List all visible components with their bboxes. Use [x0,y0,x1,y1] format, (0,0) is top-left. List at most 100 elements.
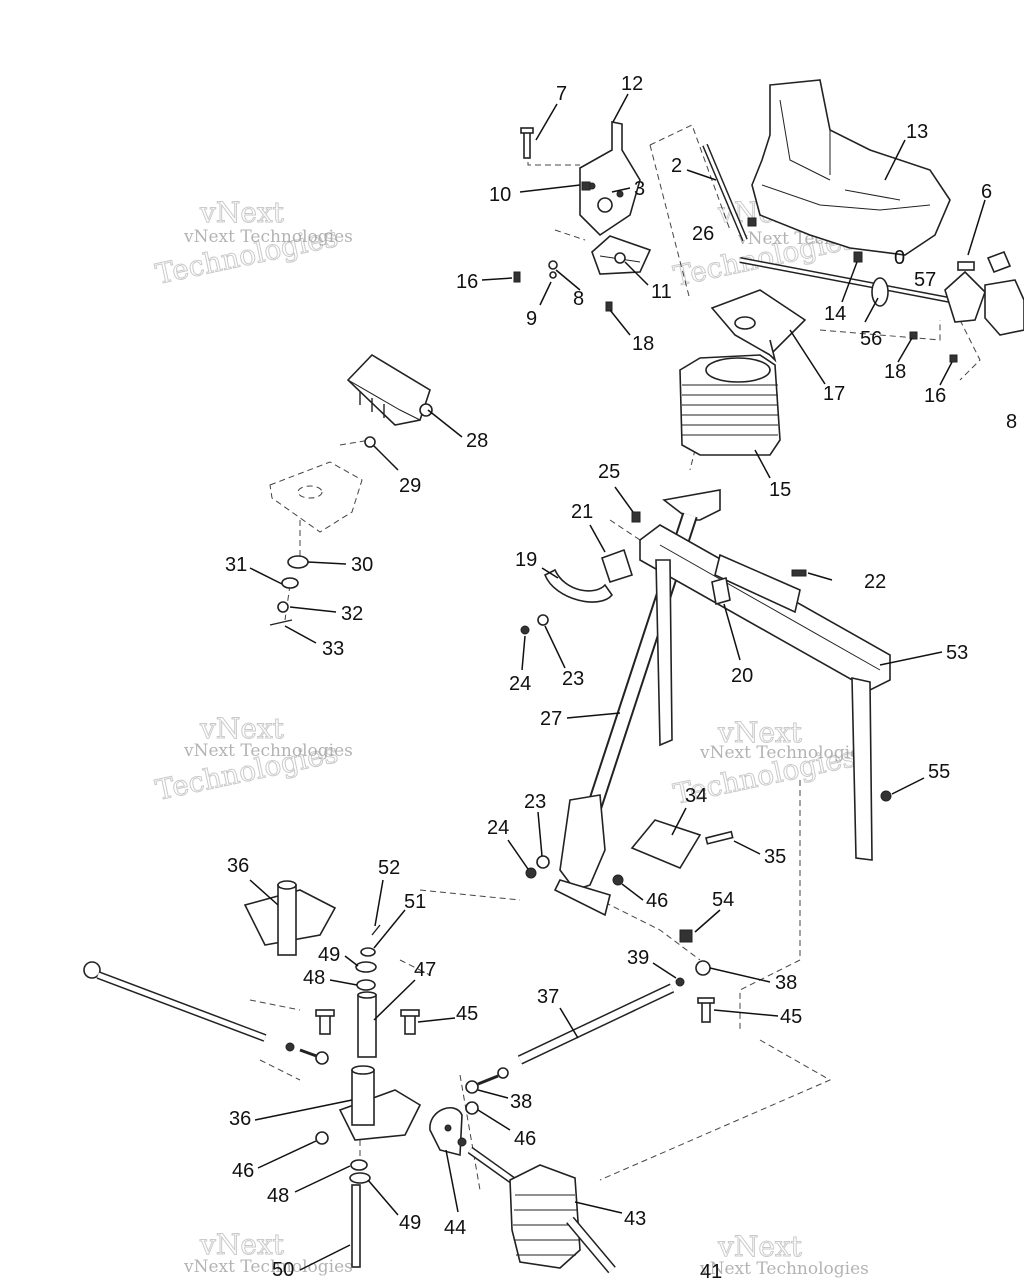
callout-45-right: 45 [780,1006,802,1028]
callout-16-left: 16 [456,271,478,293]
part-3-bracket [579,121,641,237]
callout-55: 55 [928,761,950,783]
callout-47: 47 [414,959,436,981]
svg-text:vNext Technologies: vNext Technologies [699,743,869,763]
part-19-21-clamps [543,548,634,603]
part-30-33-hardware [269,555,309,626]
callout-23-lower: 23 [524,791,546,813]
part-15-boot [679,354,781,456]
callout-24-lower: 24 [487,817,509,839]
part-20-22-25-hardware [520,511,807,635]
callout-41: 41 [700,1261,722,1280]
part-11-mount [591,235,652,275]
part-50-bolt [351,1184,361,1268]
callout-31: 31 [225,554,247,576]
callout-38-right: 38 [775,972,797,994]
part-47-49-51-52-hardware [349,924,381,1184]
callout-16-right: 16 [924,385,946,407]
callout-7: 7 [556,83,567,105]
leader-lines [249,93,986,1271]
watermark-top-left: vNext Technologies vNext Technologies [152,196,353,292]
callout-6: 6 [981,181,992,203]
callout-23-upper: 23 [562,668,584,690]
callout-10: 10 [489,184,511,206]
callout-46-upper: 46 [646,890,668,912]
callout-33: 33 [322,638,344,660]
svg-text:vNext: vNext [717,1230,803,1263]
callout-18-left: 18 [632,333,654,355]
callout-8-right: 8 [1006,411,1017,433]
callout-20: 20 [731,665,753,687]
callout-17: 17 [823,383,845,405]
callout-46-lower-right: 46 [514,1128,536,1150]
watermark-bottom-left: vNext vNext Technologies [183,1228,353,1278]
callout-18-right: 18 [884,361,906,383]
callout-21: 21 [571,501,593,523]
part-44-bracket [429,1106,467,1157]
callout-labels: 7 12 10 3 16 9 8 11 18 2 26 13 6 0 57 14… [225,73,1017,1280]
part-2-rod [702,143,748,242]
part-53-frame [639,524,891,861]
part-17-plate [710,289,807,363]
callout-46-lower-left: 46 [232,1160,254,1182]
callout-9: 9 [526,308,537,330]
callout-35: 35 [764,846,786,868]
part-36-upper-bracket [243,880,337,956]
svg-text:vNext Technologies: vNext Technologies [183,741,353,761]
part-37-rod [517,929,711,1065]
callout-19: 19 [515,549,537,571]
callout-3: 3 [634,178,645,200]
svg-text:vNext: vNext [717,716,803,749]
callout-13: 13 [906,121,928,143]
watermark-bottom-right: vNext vNext Technologies [699,1230,869,1280]
callout-48-lower: 48 [267,1185,289,1207]
callout-28: 28 [466,430,488,452]
callout-44: 44 [444,1217,466,1239]
callout-27: 27 [540,708,562,730]
part-8-9-16-18-hardware [513,260,613,312]
callout-43: 43 [624,1208,646,1230]
callout-50: 50 [272,1259,294,1280]
callout-2: 2 [671,155,682,177]
callout-49-lower: 49 [399,1212,421,1234]
callout-12: 12 [621,73,643,95]
callout-36-lower: 36 [229,1108,251,1130]
svg-text:vNext: vNext [199,712,285,745]
callout-38-lower: 38 [510,1091,532,1113]
part-34-35-bracket [630,819,734,870]
part-13-shroud [751,79,951,256]
part-56-shaft [739,250,1024,363]
callout-8: 8 [573,288,584,310]
part-45-bolts [315,997,715,1035]
callout-11: 11 [651,281,672,303]
callout-48-upper: 48 [303,967,325,989]
svg-text:vNext Technologies: vNext Technologies [183,227,353,247]
callout-52: 52 [378,857,400,879]
callout-34: 34 [685,785,707,807]
part-36-lower-bracket [338,1065,422,1141]
part-7-bolt [520,127,534,159]
callout-54: 54 [712,889,734,911]
svg-text:vNext Technologies: vNext Technologies [183,1257,353,1277]
part-38-46-fasteners [465,1067,509,1115]
callout-25: 25 [598,461,620,483]
callout-53: 53 [946,642,968,664]
callout-57: 57 [914,269,936,291]
callout-49-upper: 49 [318,944,340,966]
callout-45-left: 45 [456,1003,478,1025]
svg-text:vNext: vNext [199,1228,285,1261]
callout-37: 37 [537,986,559,1008]
watermark-mid-left: vNext Technologies vNext Technologies [152,712,353,808]
part-29-spacer [364,436,376,448]
svg-text:vNext: vNext [199,196,285,229]
callout-14: 14 [824,303,846,325]
svg-text:vNext Technologies: vNext Technologies [699,1259,869,1279]
callout-30: 30 [351,554,373,576]
callout-0: 0 [894,247,905,269]
part-43-boot [467,1146,616,1274]
part-28-switch [346,353,433,426]
callout-26: 26 [692,223,714,245]
callout-29: 29 [399,475,421,497]
callout-39: 39 [627,947,649,969]
